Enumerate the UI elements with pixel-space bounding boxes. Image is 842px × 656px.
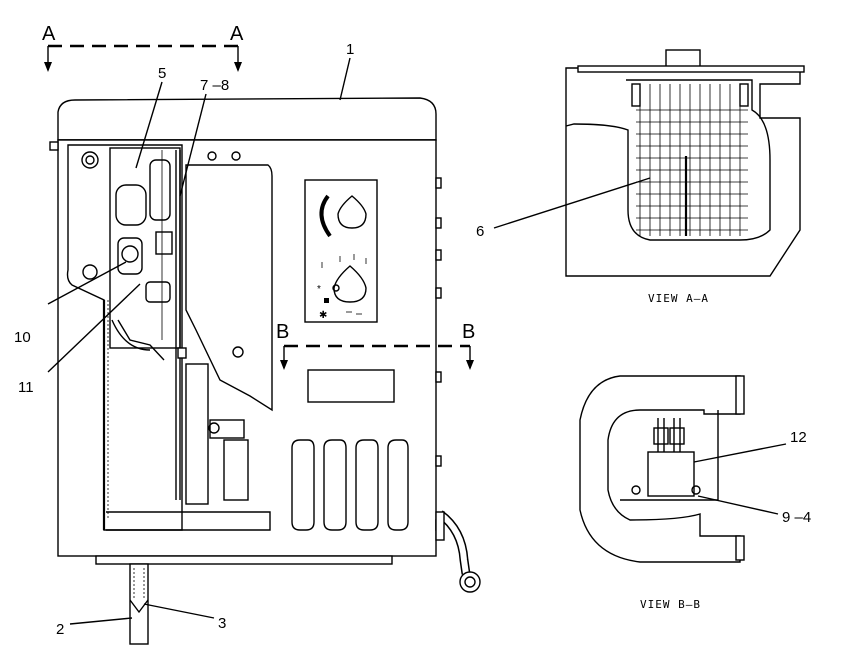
power-cable — [435, 510, 481, 593]
top-knob-icon — [337, 195, 367, 229]
top-cover — [57, 97, 437, 141]
view-bb-title: VIEW B–B — [640, 598, 701, 611]
panel-symbol-2: ✱ — [319, 310, 327, 321]
callout-12: 12 — [790, 429, 807, 446]
bottom-knob-icon — [333, 265, 367, 303]
section-line-b: B B — [276, 321, 475, 370]
callout-2: 2 — [56, 621, 64, 638]
callout-9-4: 9 –4 — [782, 509, 811, 526]
control-panel: * ✱ — [304, 179, 378, 323]
main-unit: * ✱ — [49, 97, 481, 645]
view-aa-title: VIEW A–A — [648, 292, 709, 305]
door-panel — [185, 164, 273, 412]
section-b-right-label: B — [462, 321, 475, 343]
base-strip — [95, 555, 393, 565]
nameplate — [307, 369, 395, 403]
section-a-left-label: A — [42, 23, 56, 45]
temp-arc — [319, 194, 332, 238]
section-b-left-label: B — [276, 321, 289, 343]
callout-10: 10 — [14, 329, 31, 346]
valve-assembly — [109, 147, 181, 500]
callout-6: 6 — [476, 223, 484, 240]
view-aa-drawing — [565, 49, 805, 277]
callout-3: 3 — [218, 615, 226, 632]
view-bb-drawing — [579, 375, 745, 563]
relay-component — [647, 451, 695, 497]
callout-1: 1 — [346, 41, 354, 58]
vent-louvers — [291, 439, 409, 531]
leader-lines — [47, 57, 787, 625]
section-a-right-label: A — [230, 23, 244, 45]
panel-symbol-1: * — [317, 284, 321, 295]
side-bolts — [49, 141, 442, 531]
callout-7-8: 7 –8 — [200, 77, 229, 94]
callout-11: 11 — [18, 379, 34, 396]
thermostat-panel — [304, 179, 378, 323]
lower-pipe — [106, 363, 271, 531]
callouts: 1 2 3 5 6 7 –8 9 –4 10 11 12 — [14, 41, 811, 638]
section-line-a: A A — [42, 23, 244, 72]
callout-5: 5 — [158, 65, 166, 82]
